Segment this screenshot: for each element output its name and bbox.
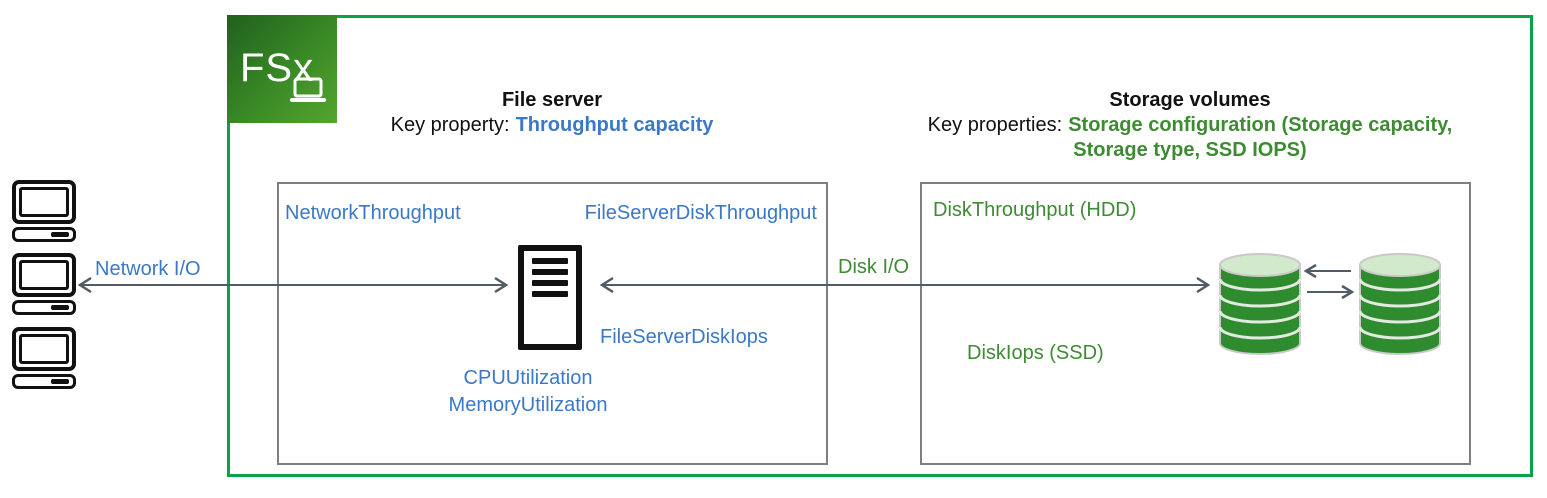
server-slot-bar <box>532 280 568 286</box>
network-io-label: Network I/O <box>95 258 201 280</box>
metric-file-server-disk-throughput: FileServerDiskThroughput <box>584 202 817 224</box>
disk-replication-right-arrow <box>1307 284 1355 300</box>
server-slot-bar <box>532 291 568 297</box>
fsx-logo-icon: FSx <box>227 15 337 123</box>
server-slot-bar <box>532 269 568 275</box>
file-server-icon <box>518 245 582 350</box>
storage-volumes-heading: Storage volumes Key properties:Storage c… <box>890 88 1490 163</box>
monitor-screen <box>19 334 69 364</box>
metric-disk-throughput-hdd: DiskThroughput (HDD) <box>933 199 1137 221</box>
drive-slot <box>51 305 69 310</box>
drive-slot <box>51 379 69 384</box>
metric-memory-utilization: MemoryUtilization <box>448 394 608 416</box>
file-server-title: File server <box>501 89 603 111</box>
file-server-heading: File server Key property:Throughput capa… <box>272 88 832 138</box>
storage-disk-icon <box>1358 253 1442 355</box>
metric-network-throughput: NetworkThroughput <box>285 202 461 224</box>
drive-slot <box>51 232 69 237</box>
storage-volumes-title: Storage volumes <box>1109 89 1271 111</box>
server-slot-bar <box>532 258 568 264</box>
file-server-key-property: Key property:Throughput capacity <box>272 113 832 138</box>
key-property-value: Throughput capacity <box>515 114 714 136</box>
monitor-icon <box>12 327 76 371</box>
disk-replication-left-arrow <box>1303 263 1351 279</box>
metric-file-server-disk-iops: FileServerDiskIops <box>600 326 768 348</box>
laptop-icon <box>290 77 326 102</box>
client-computer-icon <box>12 180 76 242</box>
metric-cpu-utilization: CPUUtilization <box>463 367 593 389</box>
monitor-screen <box>19 260 69 290</box>
storage-key-properties: Key properties:Storage configuration (St… <box>890 113 1490 163</box>
fsx-logo-label: FSx <box>240 46 315 90</box>
key-property-label: Key property: <box>390 114 510 136</box>
key-properties-label: Key properties: <box>927 114 1063 136</box>
computer-base-icon <box>12 374 76 389</box>
computer-base-icon <box>12 227 76 242</box>
client-computer-icon <box>12 327 76 389</box>
metric-disk-iops-ssd: DiskIops (SSD) <box>967 342 1104 364</box>
client-computer-icon <box>12 253 76 315</box>
computer-base-icon <box>12 300 76 315</box>
network-io-arrow <box>77 276 509 294</box>
storage-disk-icon <box>1218 253 1302 355</box>
monitor-icon <box>12 180 76 224</box>
monitor-icon <box>12 253 76 297</box>
monitor-screen <box>19 187 69 217</box>
metric-cpu-memory-utilization: CPUUtilization MemoryUtilization <box>398 365 658 419</box>
key-properties-value: Storage configuration (Storage capacity,… <box>1068 114 1453 161</box>
disk-io-label: Disk I/O <box>838 256 910 278</box>
disk-io-arrow <box>599 276 1211 294</box>
